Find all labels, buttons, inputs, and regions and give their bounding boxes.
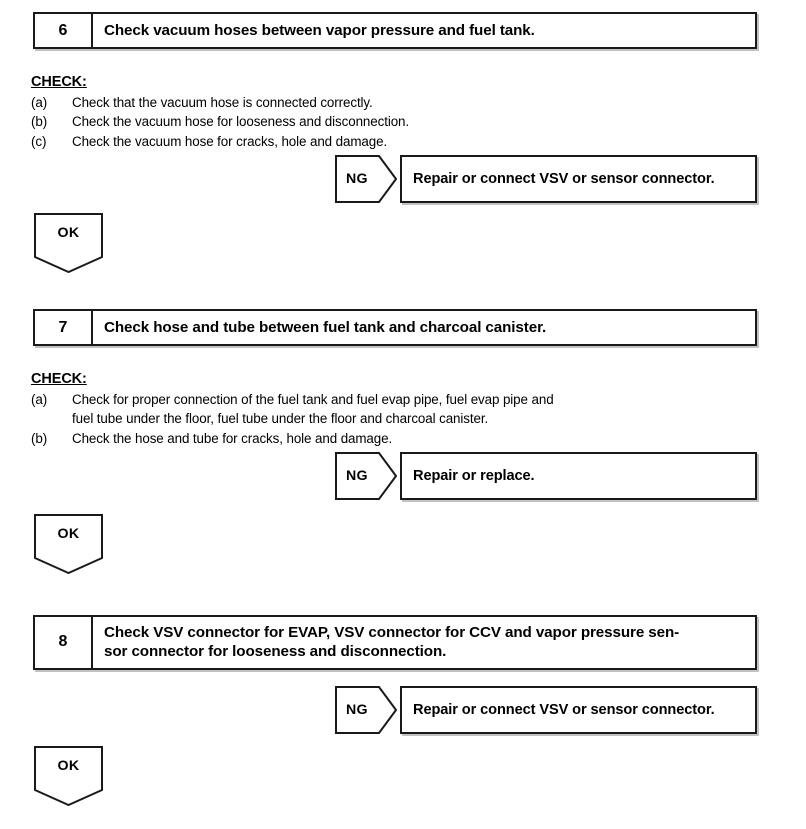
step-title-7: Check hose and tube between fuel tank an… — [104, 319, 547, 336]
check-item: (c) Check the vacuum hose for cracks, ho… — [31, 132, 731, 151]
ok-tag-7: OK — [34, 514, 103, 574]
check-item-text: Check that the vacuum hose is connected … — [72, 95, 373, 110]
ng-result-box-7: Repair or replace. — [400, 452, 757, 500]
step-header-6: 6 Check vacuum hoses between vapor press… — [33, 12, 757, 50]
check-item: (a) Check for proper connection of the f… — [31, 390, 731, 429]
step-header-8: 8 Check VSV connector for EVAP, VSV conn… — [33, 615, 757, 670]
check-item-text-line2: fuel tube under the floor, fuel tube und… — [72, 411, 489, 427]
check-item-marker: (a) — [31, 95, 48, 110]
ng-result-box-8: Repair or connect VSV or sensor connecto… — [400, 686, 757, 734]
ng-pentagon-icon — [335, 452, 397, 500]
step-header-7: 7 Check hose and tube between fuel tank … — [33, 309, 757, 347]
ng-row-8: NG Repair or connect VSV or sensor conne… — [335, 686, 757, 734]
check-item-text-line1: Check for proper connection of the fuel … — [72, 392, 554, 407]
ok-tag-8: OK — [34, 746, 103, 806]
ok-label: OK — [57, 225, 80, 241]
ok-banner-icon — [34, 746, 103, 806]
step-title-8-line2: sor connector for looseness and disconne… — [104, 643, 447, 661]
check-item-marker: (c) — [31, 133, 47, 149]
check-item: (a) Check that the vacuum hose is connec… — [31, 93, 731, 112]
check-heading-6: CHECK: — [31, 74, 87, 90]
check-heading-7: CHECK: — [31, 371, 87, 387]
step-number-8: 8 — [35, 617, 93, 668]
ng-label: NG — [346, 171, 368, 187]
ng-pentagon-icon — [335, 155, 397, 203]
step-title-8-lines: Check VSV connector for EVAP, VSV connec… — [104, 623, 679, 662]
check-item-text: Check the vacuum hose for looseness and … — [72, 114, 410, 130]
check-item-text: Check the hose and tube for cracks, hole… — [72, 430, 393, 446]
ng-tag-6: NG — [335, 155, 397, 203]
ok-tag-6: OK — [34, 213, 103, 273]
ng-tag-7: NG — [335, 452, 397, 500]
ng-label: NG — [346, 468, 368, 484]
ok-label: OK — [57, 758, 80, 774]
step-title-8-line1: Check VSV connector for EVAP, VSV connec… — [104, 624, 680, 641]
ng-row-7: NG Repair or replace. — [335, 452, 757, 500]
ng-tag-8: NG — [335, 686, 397, 734]
check-item-marker: (b) — [31, 430, 48, 446]
step-title-6: Check vacuum hoses between vapor pressur… — [104, 22, 535, 39]
ng-label: NG — [346, 702, 368, 718]
check-list-7: (a) Check for proper connection of the f… — [31, 390, 731, 448]
ok-label: OK — [57, 526, 80, 542]
ng-row-6: NG Repair or connect VSV or sensor conne… — [335, 155, 757, 203]
check-list-6: (a) Check that the vacuum hose is connec… — [31, 93, 731, 151]
check-item: (b) Check the vacuum hose for looseness … — [31, 112, 731, 131]
step-title-8: Check VSV connector for EVAP, VSV connec… — [93, 617, 755, 668]
ok-banner-icon — [34, 514, 103, 574]
check-item-text: Check the vacuum hose for cracks, hole a… — [72, 133, 388, 149]
ng-pentagon-icon — [335, 686, 397, 734]
check-item-text: Check for proper connection of the fuel … — [72, 390, 731, 429]
ok-banner-icon — [34, 213, 103, 273]
step-number-7: 7 — [35, 311, 93, 345]
ng-result-box-6: Repair or connect VSV or sensor connecto… — [400, 155, 757, 203]
step-number-6: 6 — [35, 14, 93, 48]
check-item-marker: (a) — [31, 392, 48, 407]
check-item-marker: (b) — [31, 114, 48, 130]
check-item: (b) Check the hose and tube for cracks, … — [31, 429, 731, 448]
